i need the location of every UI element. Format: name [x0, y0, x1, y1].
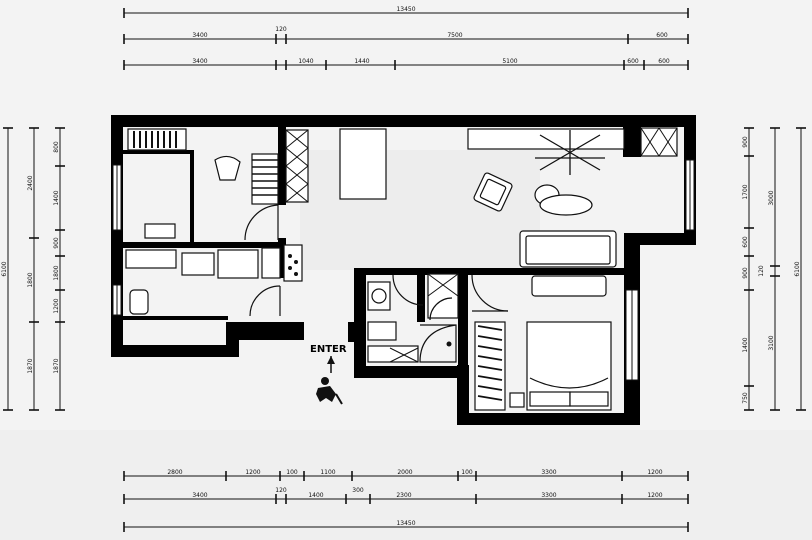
dim-bottom-2-1: 120	[275, 487, 287, 494]
dim-right-overall: 6100	[794, 261, 801, 276]
dim-bottom-2-2: 1400	[308, 492, 323, 499]
dim-bottom-2-6: 1200	[647, 492, 662, 499]
dim-bottom-2-0: 3400	[192, 492, 207, 499]
entry-marker: ENTER	[310, 344, 347, 405]
dim-top-3-5: 600	[658, 58, 670, 65]
dim-left-3-5: 1870	[53, 358, 60, 373]
dim-bottom-2-5: 3300	[541, 492, 556, 499]
dim-right-2-0: 3000	[768, 190, 775, 205]
dim-top-2-0: 3400	[192, 32, 207, 39]
dim-left-3-2: 900	[53, 237, 60, 249]
dim-bottom-1-5: 100	[461, 469, 473, 476]
dim-top-3-1: 1040	[298, 58, 313, 65]
windows	[112, 159, 695, 381]
dim-left-2-1: 1800	[27, 272, 34, 287]
dim-bottom-2-3: 300	[352, 487, 364, 494]
top-dimensions: 13450 3400 120 7500 600 3400 1040 1440 5…	[123, 6, 689, 70]
background-floor-hint	[0, 430, 812, 540]
dim-right-3-0: 900	[742, 136, 749, 148]
furniture	[125, 127, 678, 411]
dim-top-3-4: 600	[627, 58, 639, 65]
dim-left-overall: 6100	[1, 261, 8, 276]
dim-bottom-1-0: 2800	[167, 469, 182, 476]
dim-top-3-3: 5100	[502, 58, 517, 65]
dim-right-3-3: 900	[742, 267, 749, 279]
dim-left-3-4: 1200	[53, 298, 60, 313]
dim-right-3-1: 1700	[742, 184, 749, 199]
dim-bottom-1-6: 3300	[541, 469, 556, 476]
dim-bottom-1-3: 1100	[320, 469, 335, 476]
dim-bottom-1-2: 100	[286, 469, 298, 476]
dim-top-2-1: 120	[275, 26, 287, 33]
dim-right-3-4: 1400	[742, 337, 749, 352]
background-photo-hint	[300, 150, 540, 270]
dim-bottom-1-1: 1200	[245, 469, 260, 476]
dim-left-2-2: 1870	[27, 358, 34, 373]
dim-right-2-1: 120	[758, 265, 765, 277]
entry-label: ENTER	[310, 344, 347, 355]
dim-bottom-overall: 13450	[396, 520, 415, 527]
dim-left-2-0: 2400	[27, 175, 34, 190]
dim-bottom-1-4: 2000	[397, 469, 412, 476]
bottom-dimensions: 2800 1200 100 1100 2000 100 3300 1200 34…	[123, 469, 689, 532]
dim-right-3-5: 750	[742, 392, 749, 404]
dim-left-3-1: 1400	[53, 190, 60, 205]
person-icon	[316, 377, 343, 405]
doors	[244, 204, 509, 321]
dim-bottom-2-4: 2300	[396, 492, 411, 499]
dim-top-overall: 13450	[396, 6, 415, 13]
dim-left-3-0: 800	[53, 141, 60, 153]
dim-left-3-3: 1800	[53, 265, 60, 280]
dim-right-2-2: 3100	[768, 335, 775, 350]
dim-top-3-0: 3400	[192, 58, 207, 65]
dim-right-3-2: 600	[742, 236, 749, 248]
left-dimensions: 6100 2400 1800 1870 800 1400 900 1800 12…	[1, 127, 65, 411]
dim-top-2-2: 7500	[447, 32, 462, 39]
dim-top-3-2: 1440	[354, 58, 369, 65]
right-dimensions: 900 1700 600 900 1400 750 3000 120 3100 …	[742, 127, 806, 411]
dim-bottom-1-7: 1200	[647, 469, 662, 476]
dim-top-2-3: 600	[656, 32, 668, 39]
